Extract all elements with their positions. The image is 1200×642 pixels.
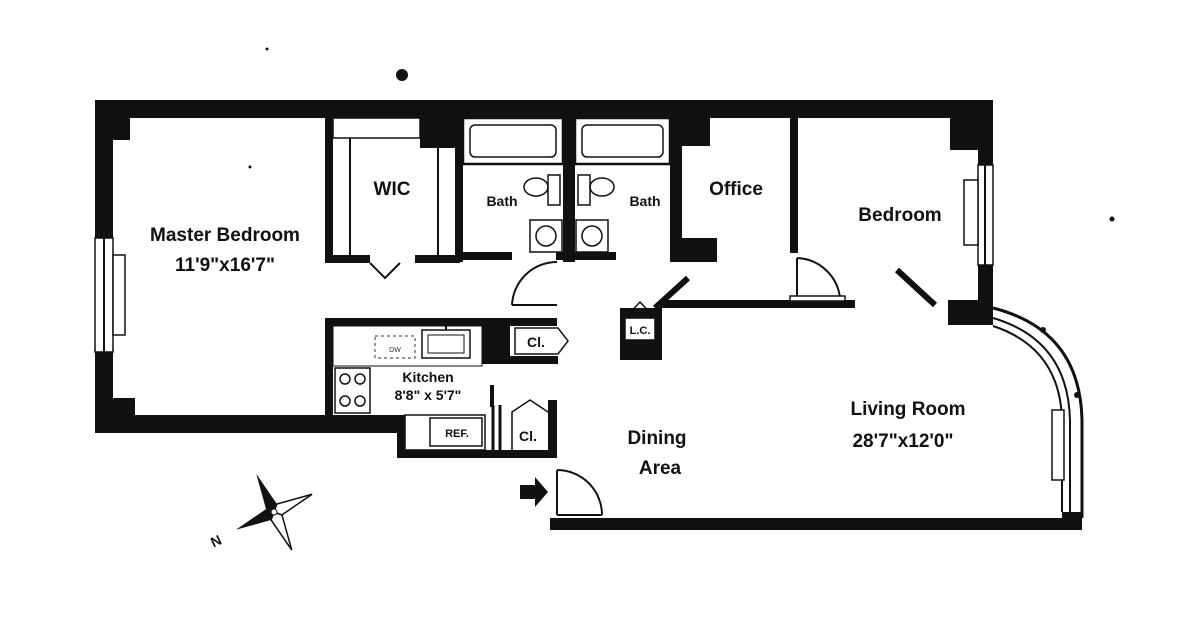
closet-2-label: Cl. bbox=[519, 428, 537, 444]
speck-dot bbox=[1109, 216, 1115, 222]
dining-area-label-line2: Area bbox=[639, 458, 682, 479]
kitchen-size: 8'8" x 5'7" bbox=[395, 387, 462, 403]
living-room-size: 28'7"x12'0" bbox=[852, 431, 953, 452]
dishwasher-label: DW bbox=[389, 347, 401, 354]
wic-label: WIC bbox=[374, 179, 411, 200]
fixture-labels: Cl. Cl. L.C. REF. DW bbox=[389, 325, 650, 444]
speck-dot bbox=[265, 47, 269, 51]
bedroom-label: Bedroom bbox=[858, 205, 941, 226]
compass-rose-icon bbox=[235, 473, 313, 551]
window-master-bedroom bbox=[94, 237, 126, 353]
kitchen-fixtures bbox=[332, 325, 502, 451]
wic-shelving bbox=[332, 117, 439, 255]
bath-fixtures bbox=[523, 174, 615, 253]
closet-arrows bbox=[511, 300, 656, 450]
speck-dot bbox=[396, 69, 408, 81]
speck-dot bbox=[248, 165, 252, 169]
linen-closet-label: L.C. bbox=[630, 325, 651, 337]
door-swings bbox=[369, 257, 846, 516]
master-bedroom-size: 11'9"x16'7" bbox=[175, 255, 275, 276]
window-bedroom bbox=[963, 164, 994, 266]
refrigerator-label: REF. bbox=[445, 428, 469, 440]
entry-arrow-icon bbox=[520, 477, 548, 507]
bathtubs bbox=[461, 116, 672, 166]
master-bedroom-label: Master Bedroom bbox=[150, 225, 300, 246]
closet-1-label: Cl. bbox=[527, 334, 545, 350]
living-room-label: Living Room bbox=[850, 399, 965, 420]
room-labels: Master Bedroom 11'9"x16'7" WIC Bath Bath… bbox=[150, 179, 965, 479]
kitchen-label: Kitchen bbox=[402, 369, 453, 385]
bay-window-living-room bbox=[992, 306, 1084, 518]
office-label: Office bbox=[709, 179, 763, 200]
dining-area-label: Dining bbox=[627, 428, 686, 449]
compass-north-label: N bbox=[208, 532, 224, 551]
interior-walls bbox=[325, 100, 938, 458]
bath-2-label: Bath bbox=[629, 193, 660, 209]
bath-1-label: Bath bbox=[486, 193, 517, 209]
